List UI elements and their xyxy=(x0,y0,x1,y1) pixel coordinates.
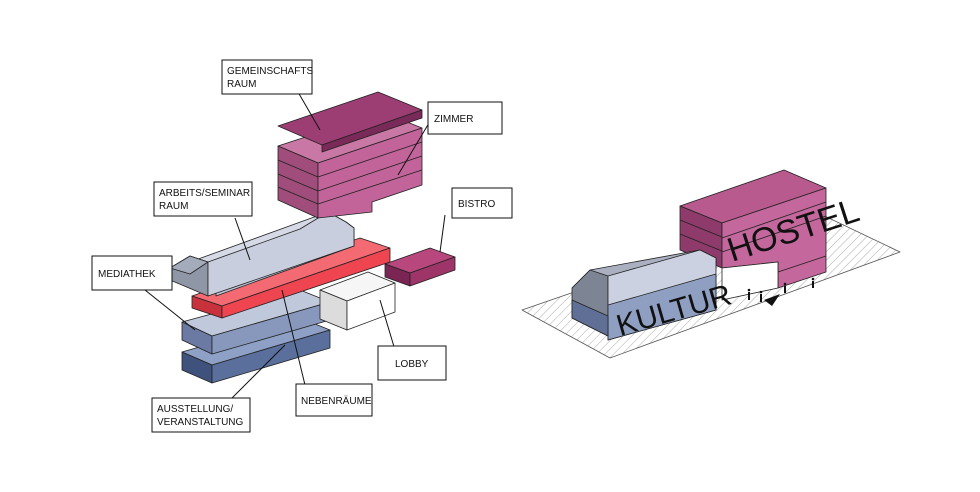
label-nebenraeume-text: NEBENRÄUME xyxy=(301,395,372,407)
label-arbeitsraum-line2: RAUM xyxy=(159,201,188,212)
label-ausstellung: AUSSTELLUNG/ VERANSTALTUNG xyxy=(151,397,251,433)
label-arbeitsraum: ARBEITS/SEMINAR RAUM xyxy=(153,181,253,217)
label-gemeinschaftsraum-line1: GEMEINSCHAFTS xyxy=(227,66,313,77)
label-mediathek: MEDIATHEK xyxy=(91,255,173,291)
assembled-building: HOSTEL KULTUR xyxy=(521,169,901,359)
block-mediathek xyxy=(181,289,331,355)
label-gemeinschaftsraum: GEMEINSCHAFTS RAUM xyxy=(221,59,313,95)
exploded-axonometric xyxy=(169,91,456,384)
label-arbeitsraum-line1: ARBEITS/SEMINAR xyxy=(159,188,250,199)
label-bistro: BISTRO xyxy=(451,187,513,219)
kultur-block xyxy=(571,249,717,341)
block-gemeinschaftsraum xyxy=(277,91,423,153)
label-gemeinschaftsraum-line2: RAUM xyxy=(227,79,256,90)
label-lobby: LOBBY xyxy=(377,345,447,381)
label-zimmer: ZIMMER xyxy=(427,101,503,135)
label-ausstellung-line2: VERANSTALTUNG xyxy=(157,417,244,428)
block-lobby xyxy=(319,271,396,331)
hostel-block xyxy=(679,169,827,301)
label-nebenraeume: NEBENRÄUME xyxy=(295,383,373,417)
label-zimmer-text: ZIMMER xyxy=(434,114,473,125)
leader-lines xyxy=(144,91,446,401)
label-bistro-text: BISTRO xyxy=(458,199,495,210)
block-bistro xyxy=(384,247,456,287)
block-arbeitsraum xyxy=(169,211,355,297)
label-mediathek-text: MEDIATHEK xyxy=(98,269,156,280)
label-lobby-text: LOBBY xyxy=(395,359,429,370)
people-figures xyxy=(747,277,815,306)
label-boxes: GEMEINSCHAFTS RAUM ZIMMER BISTRO ARBEITS… xyxy=(91,59,513,433)
label-ausstellung-line1: AUSSTELLUNG/ xyxy=(157,404,233,415)
